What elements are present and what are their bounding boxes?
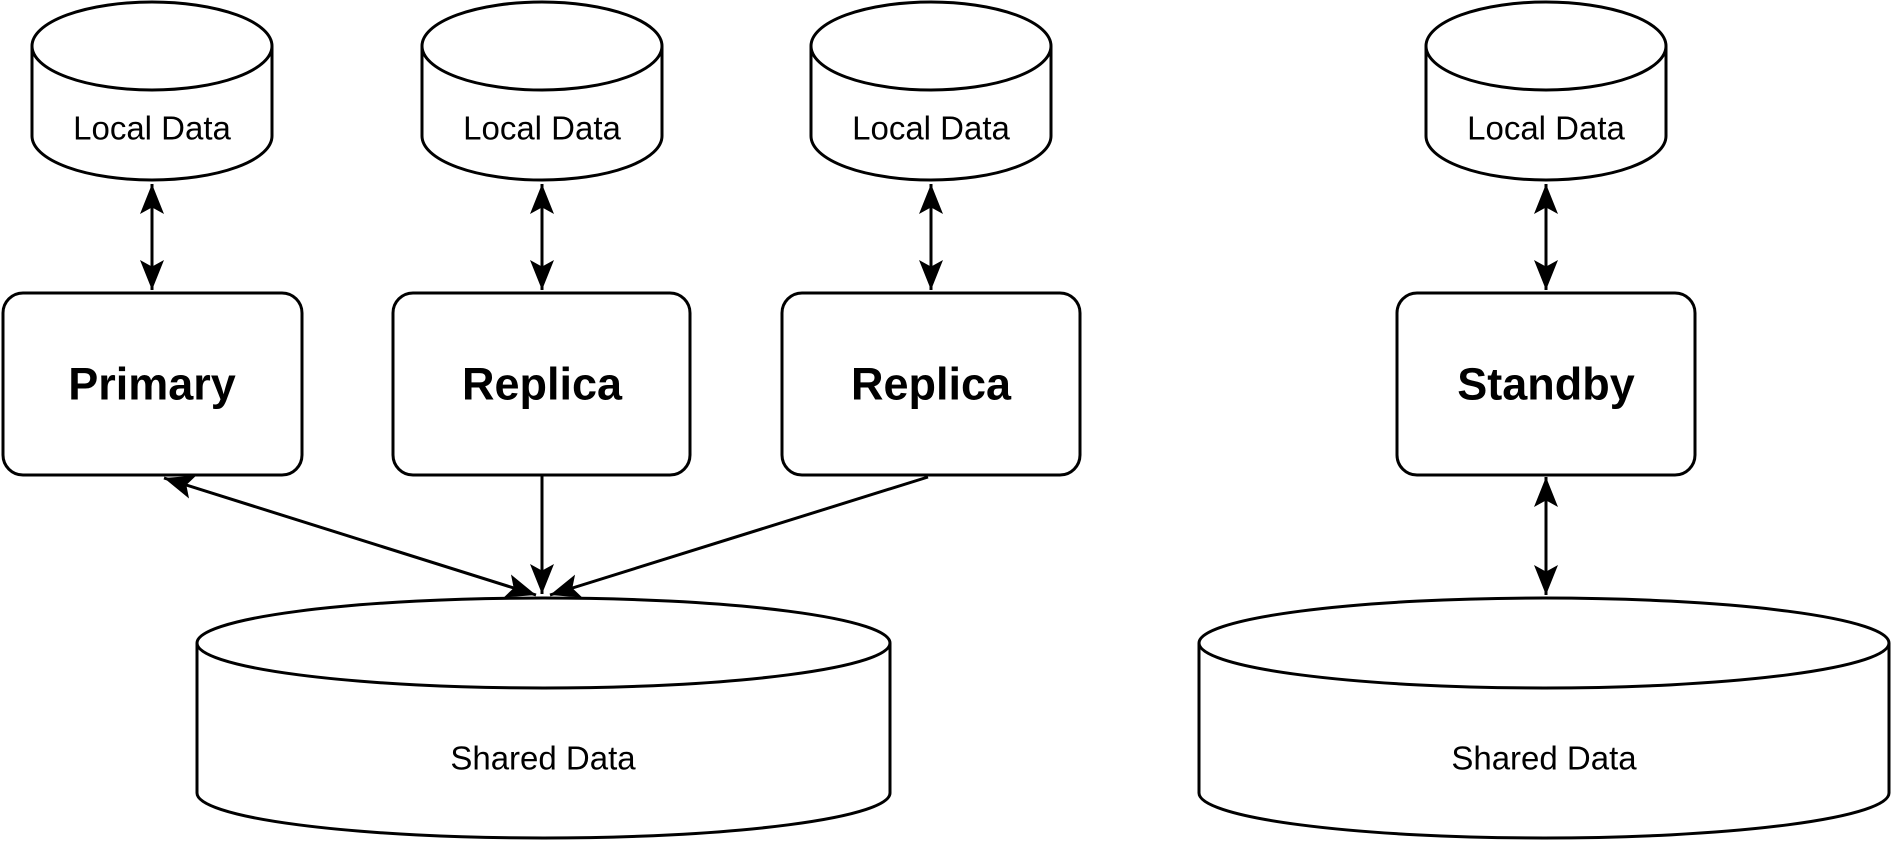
box-shape bbox=[1395, 291, 1697, 477]
shared-data-label: Shared Data bbox=[450, 740, 636, 777]
local-data-label: Local Data bbox=[1467, 110, 1625, 147]
edge-replica-2-shared-data-left bbox=[549, 475, 929, 598]
local-data-label: Local Data bbox=[852, 110, 1010, 147]
node-replica-2: Replica bbox=[780, 291, 1082, 477]
cylinder-top-arc bbox=[420, 45, 664, 92]
primary-label: Primary bbox=[68, 359, 236, 410]
local-data-label: Local Data bbox=[73, 110, 231, 147]
replica-label: Replica bbox=[462, 359, 623, 410]
node-replica-1: Replica bbox=[391, 291, 692, 477]
shared-data-label: Shared Data bbox=[1451, 740, 1637, 777]
box-shape bbox=[391, 291, 692, 477]
cylinder-top-arc bbox=[30, 45, 274, 92]
edge-primary-shared-data-left bbox=[163, 475, 537, 598]
standby-label: Standby bbox=[1457, 359, 1635, 410]
node-local-data-2: Local Data bbox=[420, 0, 664, 182]
local-data-label: Local Data bbox=[463, 110, 621, 147]
cylinder-shape bbox=[1197, 596, 1891, 840]
box-shape bbox=[780, 291, 1082, 477]
edges bbox=[140, 184, 1558, 598]
node-local-data-4: Local Data bbox=[1424, 0, 1668, 182]
node-shared-data-left: Shared Data bbox=[195, 596, 892, 840]
cylinder-top-arc bbox=[809, 45, 1053, 92]
node-standby: Standby bbox=[1395, 291, 1697, 477]
node-local-data-3: Local Data bbox=[809, 0, 1053, 182]
node-shared-data-right: Shared Data bbox=[1197, 596, 1891, 840]
cylinder-top-arc bbox=[195, 642, 892, 690]
box-shape bbox=[1, 291, 304, 477]
node-local-data-1: Local Data bbox=[30, 0, 274, 182]
node-primary: Primary bbox=[1, 291, 304, 477]
cylinder-top-arc bbox=[1197, 642, 1891, 690]
cylinder-top-arc bbox=[1424, 45, 1668, 92]
replica-label: Replica bbox=[851, 359, 1012, 410]
cylinder-shape bbox=[195, 596, 892, 840]
